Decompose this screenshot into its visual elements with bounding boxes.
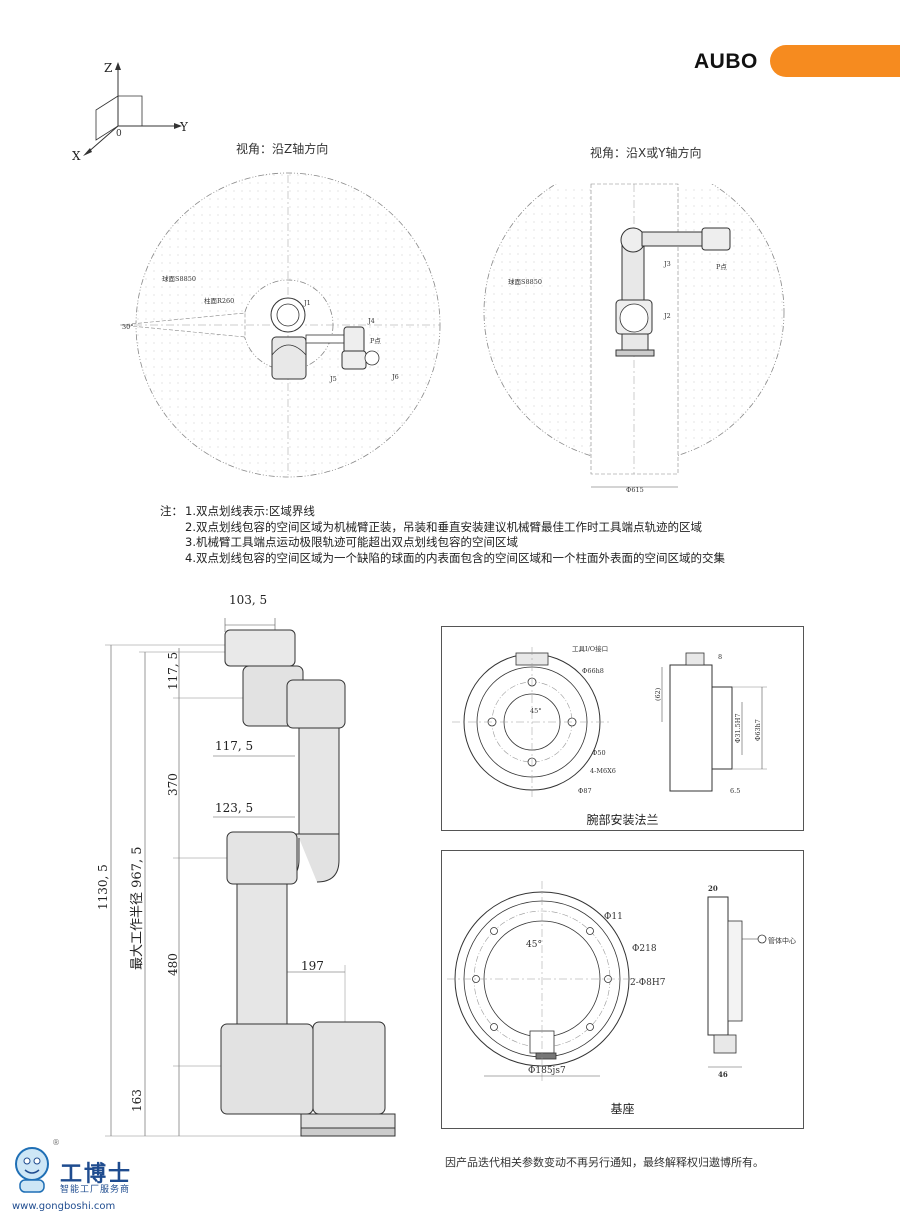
brand-accent-bar bbox=[770, 45, 900, 77]
dim-117-horizontal: 117, 5 bbox=[215, 739, 253, 753]
base-phi11-label: Φ11 bbox=[604, 912, 623, 922]
logo-url: www.gongboshi.com bbox=[12, 1201, 116, 1212]
side-sphere-label: 球面S8850 bbox=[508, 277, 542, 286]
brand-name: AUBO bbox=[694, 50, 758, 73]
flange-d8-label: 8 bbox=[718, 653, 722, 661]
note-item-3: 3.机械臂工具端点运动极限轨迹可能超出双点划线包容的空间区域 bbox=[185, 535, 518, 550]
side-j2-label: J2 bbox=[663, 312, 671, 320]
registered-mark: ® bbox=[52, 1138, 60, 1147]
dim-1130: 1130, 5 bbox=[96, 864, 110, 910]
flange-panel: 工具I/O接口 Φ66h8 Φ50 4-M6X6 Φ87 45° 8 (62) … bbox=[441, 626, 804, 831]
base-drawing: Φ11 45° Φ218 2-Φ8H7 Φ185js7 20 46 管体中心 bbox=[447, 881, 796, 1081]
flange-d62-label: (62) bbox=[654, 687, 662, 701]
top-angle-label: 30° bbox=[122, 323, 134, 331]
robot-dimension-drawing: 103, 5 117, 5 123, 5 197 117, 5 370 480 … bbox=[96, 593, 396, 1137]
axis-y-label: Y bbox=[179, 120, 189, 134]
base-caption: 基座 bbox=[610, 1102, 635, 1116]
dim-163: 163 bbox=[130, 1089, 144, 1112]
axis-x-label: X bbox=[72, 149, 81, 163]
flange-phi-d-label: Φ31.5H7 bbox=[734, 713, 742, 743]
side-view-title: 视角：沿X或Y轴方向 bbox=[590, 146, 702, 160]
logo-subtitle: 智能工厂服务商 bbox=[60, 1185, 131, 1195]
top-sphere-label: 球面S8850 bbox=[162, 274, 196, 283]
flange-phi-e-label: Φ63h7 bbox=[754, 719, 762, 741]
side-view-diagram: 球面S8850 J3 P点 J2 Φ615 bbox=[483, 183, 785, 494]
flange-caption: 腕部安装法兰 bbox=[586, 813, 659, 827]
flange-angle-label: 45° bbox=[530, 707, 542, 715]
top-j5-label: J5 bbox=[329, 375, 337, 383]
mascot-logo-icon bbox=[15, 1147, 49, 1193]
flange-phi-a-label: Φ66h8 bbox=[582, 667, 604, 675]
top-p-label: P点 bbox=[370, 337, 381, 345]
top-j6-label: J6 bbox=[391, 373, 399, 381]
flange-phi-c-label: Φ87 bbox=[578, 787, 592, 795]
dim-117-vertical: 117, 5 bbox=[166, 652, 180, 690]
side-p-label: P点 bbox=[716, 263, 727, 271]
dim-123: 123, 5 bbox=[215, 801, 253, 815]
logo-text: 工博士 bbox=[60, 1161, 133, 1187]
top-view-diagram: 球面S8850 柱面R260 J1 J4 P点 J5 J6 30° bbox=[120, 172, 441, 478]
base-d46-label: 46 bbox=[718, 1070, 728, 1079]
note-item-2: 2.双点划线包容的空间区域为机械臂正装，吊装和垂直安装建议机械臂最佳工作时工具端… bbox=[185, 519, 702, 534]
axis-z-label: Z bbox=[104, 61, 112, 75]
base-center-label: 管体中心 bbox=[768, 936, 796, 945]
top-view-title: 视角：沿Z轴方向 bbox=[236, 142, 329, 156]
notes-head: 注： bbox=[160, 504, 183, 518]
dim-480: 480 bbox=[166, 953, 180, 976]
dim-max-radius: 最大工作半径 967, 5 bbox=[130, 847, 145, 970]
footer-note: 因产品迭代相关参数变动不再另行通知，最终解释权归遨博所有。 bbox=[445, 1156, 764, 1169]
base-phi185-label: Φ185js7 bbox=[528, 1066, 566, 1076]
coordinate-axes-icon: Z Y X 0 bbox=[72, 61, 189, 163]
base-phi218-label: Φ218 bbox=[632, 944, 657, 954]
base-angle-label: 45° bbox=[526, 940, 542, 950]
base-d20-label: 20 bbox=[708, 884, 718, 893]
top-cylinder-label: 柱面R260 bbox=[204, 296, 234, 305]
note-item-4: 4.双点划线包容的空间区域为一个缺陷的球面的内表面包含的空间区域和一个柱面外表面… bbox=[185, 550, 725, 565]
flange-tool-io-label: 工具I/O接口 bbox=[572, 644, 608, 653]
top-j4-label: J4 bbox=[367, 317, 375, 325]
side-diameter-label: Φ615 bbox=[626, 486, 644, 494]
dim-top-width: 103, 5 bbox=[229, 593, 267, 607]
dim-197: 197 bbox=[301, 959, 324, 973]
axis-origin-label: 0 bbox=[116, 129, 122, 139]
flange-phi-b-label: Φ50 bbox=[592, 749, 606, 757]
flange-holes-label: 4-M6X6 bbox=[590, 767, 616, 775]
top-j1-label: J1 bbox=[303, 299, 311, 307]
note-item-1: 1.双点划线表示:区域界线 bbox=[185, 504, 315, 518]
notes-block: 注： 1.双点划线表示:区域界线 2.双点划线包容的空间区域为机械臂正装，吊装和… bbox=[160, 504, 725, 566]
side-j3-label: J3 bbox=[663, 260, 671, 268]
flange-d65-label: 6.5 bbox=[730, 787, 740, 795]
dim-370: 370 bbox=[166, 773, 180, 796]
base-pins-label: 2-Φ8H7 bbox=[630, 978, 666, 988]
flange-drawing: 工具I/O接口 Φ66h8 Φ50 4-M6X6 Φ87 45° 8 (62) … bbox=[452, 644, 767, 797]
base-panel: Φ11 45° Φ218 2-Φ8H7 Φ185js7 20 46 管体中心 基… bbox=[441, 850, 804, 1129]
